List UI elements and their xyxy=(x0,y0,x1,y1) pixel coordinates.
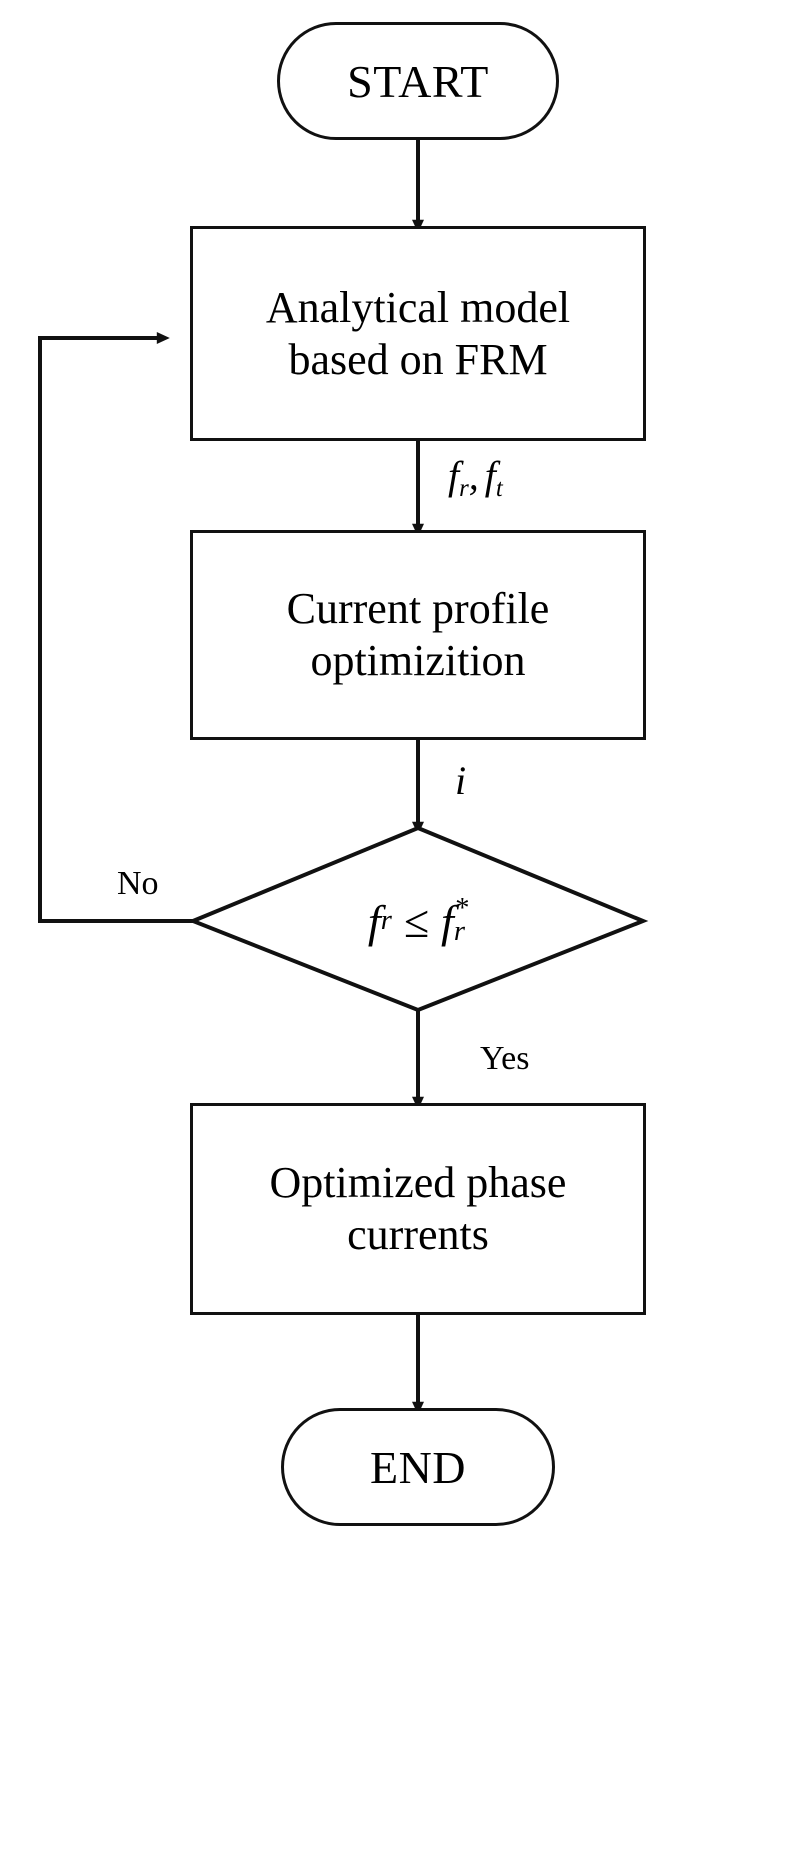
edge-label-yes: Yes xyxy=(480,1040,529,1078)
decision-rhs-sub: r xyxy=(453,916,465,947)
node-optimized-currents: Optimized phase currents xyxy=(190,1103,646,1315)
edge-label-fr-ft-s1: r xyxy=(459,474,469,502)
node-current-profile-line2: optimizition xyxy=(310,636,526,685)
node-analytical-model-line1: Analytical model xyxy=(265,282,571,332)
edge-label-yes-text: Yes xyxy=(480,1040,530,1077)
edge-label-iteration: i xyxy=(455,757,466,804)
edge-label-fr-ft-comma: , xyxy=(468,453,479,498)
node-current-profile-line1: Current profile xyxy=(286,584,550,634)
node-current-profile: Current profile optimizition xyxy=(190,530,646,740)
edge-label-fr-ft: fr,ft xyxy=(448,452,503,503)
node-end: END xyxy=(281,1408,555,1526)
edge-label-iteration-text: i xyxy=(455,758,467,803)
decision-rhs-sup: * xyxy=(453,893,469,925)
node-end-label: END xyxy=(369,1441,467,1493)
decision-lhs-sub: r xyxy=(380,905,392,936)
node-optimized-currents-line1: Optimized phase xyxy=(269,1158,567,1208)
node-optimized-currents-line2: currents xyxy=(347,1210,489,1259)
decision-operator: ≤ xyxy=(403,895,430,947)
node-start: START xyxy=(277,22,559,140)
edge-label-fr-ft-s2: t xyxy=(495,474,503,502)
edge-label-fr-ft-f1: f xyxy=(448,453,460,498)
decision-lhs: f xyxy=(367,895,381,947)
edge-label-fr-ft-f2: f xyxy=(484,453,496,498)
edge-label-no: No xyxy=(117,865,159,903)
node-analytical-model-line2: based on FRM xyxy=(288,334,548,384)
edge-label-no-text: No xyxy=(117,865,159,902)
node-analytical-model: Analytical model based on FRM xyxy=(190,226,646,441)
decision-rhs: f xyxy=(441,895,454,947)
node-start-label: START xyxy=(347,55,489,107)
